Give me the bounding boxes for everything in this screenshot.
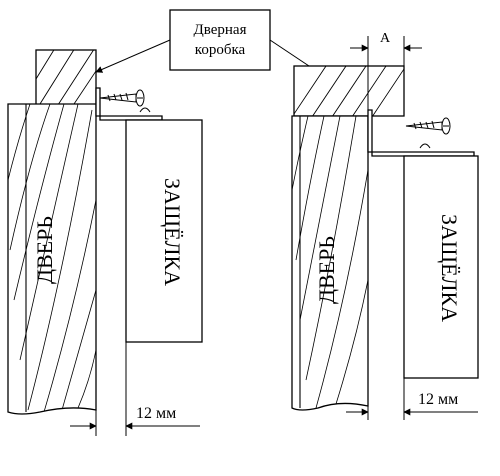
right-door-label: ДВЕРЬ [314, 236, 339, 304]
left-gap-dimension [70, 342, 200, 436]
left-gap-label: 12 мм [136, 405, 176, 422]
callout-arrow-left [95, 39, 171, 73]
callout-box [169, 9, 271, 71]
left-latch-label: ЗАЩЁЛКА [160, 178, 185, 286]
right-screw-icon [405, 117, 451, 135]
left-door-label: ДВЕРЬ [32, 216, 57, 284]
callout-line-1: Дверная [194, 22, 247, 38]
right-gap-dimension [346, 378, 478, 420]
right-offset-label: A [380, 31, 391, 46]
right-door-leaf: ДВЕРЬ [291, 115, 369, 411]
right-door-frame [293, 65, 405, 117]
callout-line-2: коробка [195, 42, 246, 58]
left-screw-icon [99, 89, 145, 107]
right-latch: ЗАЩЁЛКА [403, 155, 479, 379]
right-gap-label: 12 мм [418, 391, 458, 408]
left-latch: ЗАЩЁЛКА [125, 119, 203, 343]
right-figure: A ДВЕРЬ [291, 31, 479, 420]
left-figure: ДВЕРЬ ЗАЩЁЛКА 12 мм [7, 49, 203, 436]
right-strike-bracket [367, 109, 475, 157]
right-offset-dimension [350, 36, 422, 66]
left-door-leaf: ДВЕРЬ [7, 103, 97, 415]
door-frame-callout: Дверная коробка [95, 9, 331, 81]
right-latch-label: ЗАЩЁЛКА [437, 214, 462, 322]
left-strike-bracket [95, 87, 163, 121]
